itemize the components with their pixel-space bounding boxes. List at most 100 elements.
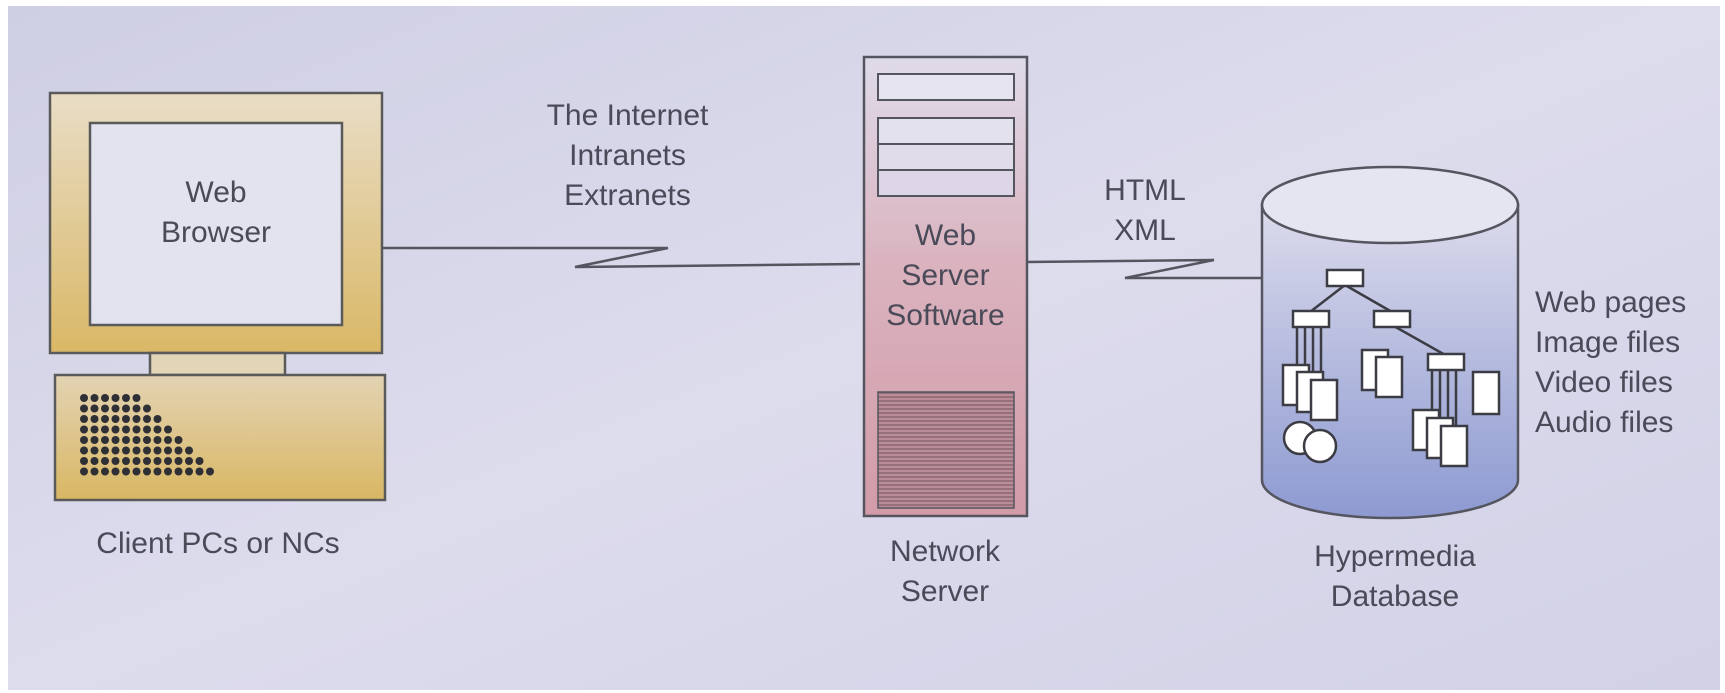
screen-line-web: Web xyxy=(185,176,247,209)
drive-bay-2 xyxy=(877,117,1015,145)
grille-dot xyxy=(122,446,130,455)
grille-dot xyxy=(122,425,130,434)
grille-dot xyxy=(122,394,130,402)
grille-dot xyxy=(122,415,130,423)
grille-dot xyxy=(90,467,99,476)
grille-dot xyxy=(90,425,99,434)
grille-dot xyxy=(164,425,172,434)
grille-dot xyxy=(101,457,109,465)
grille-dot xyxy=(132,467,141,476)
drive-bay-1 xyxy=(877,73,1015,101)
grille-dot xyxy=(174,446,183,455)
data-link-line xyxy=(1026,258,1262,280)
grille-dot xyxy=(164,446,172,455)
grille-dot xyxy=(174,467,183,476)
grille-dot xyxy=(153,425,162,434)
grille-dot xyxy=(143,467,151,476)
grille-dot xyxy=(153,457,162,465)
database-caption-database: Database xyxy=(1330,580,1460,613)
speaker-grille xyxy=(80,394,214,476)
grille-dot xyxy=(80,394,88,402)
grille-dot xyxy=(143,436,151,444)
grille-dot xyxy=(111,457,120,465)
grille-dot xyxy=(101,436,109,444)
grille-dot xyxy=(101,415,109,423)
grille-dot xyxy=(185,446,193,455)
grille-dot xyxy=(80,436,88,444)
grille-dot xyxy=(132,404,141,413)
link-line-intranets: Intranets xyxy=(569,139,686,172)
grille-dot xyxy=(153,446,162,455)
grille-dot xyxy=(90,404,99,413)
server-line-software: Software xyxy=(886,299,1005,332)
grille-dot xyxy=(80,425,88,434)
link-line-internet: The Internet xyxy=(546,99,709,132)
monitor-stand xyxy=(148,351,287,377)
cylinder-top xyxy=(1260,165,1520,245)
grille-dot xyxy=(90,415,99,423)
grille-dot xyxy=(80,415,88,423)
grille-dot xyxy=(143,404,151,413)
grille-dot xyxy=(195,467,204,476)
grille-dot xyxy=(132,457,141,465)
hypermedia-tree xyxy=(1281,268,1501,468)
drive-bay-3 xyxy=(877,143,1015,171)
grille-dot xyxy=(80,404,88,413)
network-link-label: The Internet Intranets Extranets xyxy=(505,96,750,216)
grille-dot xyxy=(185,457,193,465)
data-link-label: HTML XML xyxy=(1070,171,1220,251)
grille-dot xyxy=(90,457,99,465)
grille-dot xyxy=(101,467,109,476)
grille-dot xyxy=(80,446,88,455)
grille-dot xyxy=(122,404,130,413)
grille-dot xyxy=(132,436,141,444)
monitor-screen xyxy=(88,121,344,327)
grille-dot xyxy=(132,415,141,423)
grille-dot xyxy=(111,404,120,413)
grille-dot xyxy=(143,446,151,455)
grille-dot xyxy=(101,394,109,402)
database-contents-list: Web pages Image files Video files Audio … xyxy=(1535,283,1720,443)
grille-dot xyxy=(132,425,141,434)
grille-dot xyxy=(111,436,120,444)
grille-dot xyxy=(101,425,109,434)
grille-dot xyxy=(132,446,141,455)
grille-dot xyxy=(174,457,183,465)
grille-dot xyxy=(90,436,99,444)
grille-dot xyxy=(143,415,151,423)
database-caption: Hypermedia Database xyxy=(1265,537,1525,617)
grille-dot xyxy=(143,457,151,465)
grille-dot xyxy=(153,436,162,444)
server-caption: Network Server xyxy=(845,532,1045,612)
data-line-xml: XML xyxy=(1114,214,1176,247)
link-line-extranets: Extranets xyxy=(564,179,691,212)
content-video-files: Video files xyxy=(1535,366,1673,399)
grille-dot xyxy=(111,425,120,434)
grille-dot xyxy=(122,436,130,444)
server-caption-server: Server xyxy=(900,575,990,608)
client-pc xyxy=(48,91,387,502)
grille-dot xyxy=(111,446,120,455)
grille-dot xyxy=(164,467,172,476)
grille-dot xyxy=(111,467,120,476)
grille-dot xyxy=(80,467,88,476)
server-line-server: Server xyxy=(901,259,990,292)
content-image-files: Image files xyxy=(1535,326,1681,359)
internet-link-line xyxy=(382,246,861,269)
grille-dot xyxy=(90,446,99,455)
grille-dot xyxy=(90,394,99,402)
content-web-pages: Web pages xyxy=(1535,286,1687,319)
grille-dot xyxy=(111,415,120,423)
grille-dot xyxy=(143,425,151,434)
grille-dot xyxy=(206,467,214,476)
grille-dot xyxy=(185,467,193,476)
grille-dot xyxy=(80,457,88,465)
server-body-label: Web Server Software xyxy=(864,216,1027,336)
server-vent-grille xyxy=(877,391,1015,509)
grille-dot xyxy=(153,467,162,476)
grille-dot xyxy=(101,446,109,455)
pc-base xyxy=(53,373,387,502)
server-line-web: Web xyxy=(914,219,977,252)
